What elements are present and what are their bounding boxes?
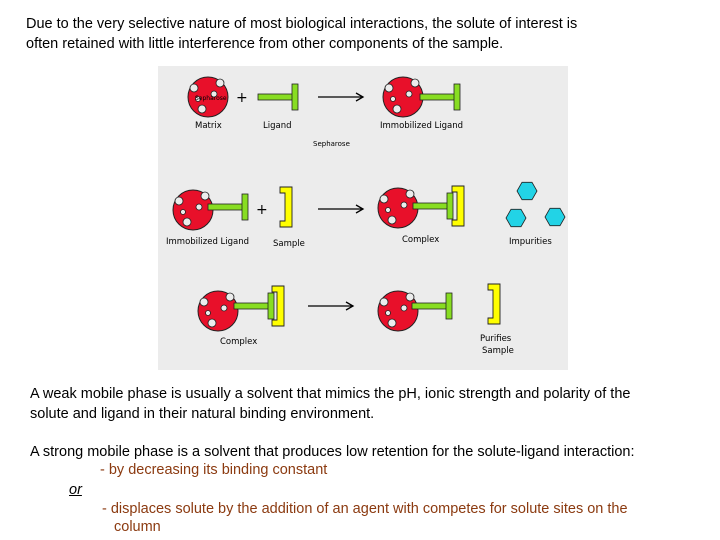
bullet-displaces-solute: - displaces solute by the addition of an… <box>102 500 628 536</box>
plus-sign-1: + <box>236 90 248 106</box>
label-immobilized-ligand-mid: Immobilized Ligand <box>166 237 249 247</box>
impurities <box>505 181 566 228</box>
arrow-2 <box>318 204 365 214</box>
bullet-2-line-2: column <box>114 519 161 535</box>
label-immobilized-ligand-top: Immobilized Ligand <box>380 121 463 131</box>
immobilized-ligand-mid <box>172 189 249 231</box>
label-sepharose: Sepharose <box>313 140 350 148</box>
label-purified-line-1: Purifies <box>480 334 512 344</box>
label-impurities: Impurities <box>509 237 552 247</box>
intro-line-2: often retained with little interference … <box>26 36 504 52</box>
complex-mid <box>377 185 465 229</box>
or-connector: or <box>69 482 82 498</box>
label-purified-line-2: Sample <box>482 346 514 356</box>
weak-mobile-phase-paragraph: A weak mobile phase is usually a solvent… <box>30 384 710 424</box>
bullet-binding-constant: - by decreasing its binding constant <box>100 462 328 478</box>
strong-mobile-phase-text: A strong mobile phase is a solvent that … <box>30 444 635 460</box>
label-complex-bottom: Complex <box>220 337 257 347</box>
plus-sign-2: + <box>256 202 268 218</box>
intro-line-1: Due to the very selective nature of most… <box>26 16 578 32</box>
label-ligand: Ligand <box>263 121 291 131</box>
label-sample: Sample <box>273 239 305 249</box>
figure-svg: Sepharose + Matrix Ligand Immobilized Li… <box>166 76 566 356</box>
complex-bottom <box>197 285 285 332</box>
affinity-chromatography-figure: Sepharose + Matrix Ligand Immobilized Li… <box>158 66 568 370</box>
weak-line-1: A weak mobile phase is usually a solvent… <box>30 386 631 402</box>
sample-1 <box>279 186 293 228</box>
sepharose-on-matrix: Sepharose <box>195 95 227 102</box>
intro-paragraph: Due to the very selective nature of most… <box>26 14 706 54</box>
arrow-3 <box>308 301 355 311</box>
bullet-2-line-1: - displaces solute by the addition of an… <box>102 501 628 517</box>
purified-sample <box>487 283 501 325</box>
arrow-1 <box>318 92 365 102</box>
label-complex-mid: Complex <box>402 235 439 245</box>
ligand-1 <box>257 83 299 111</box>
label-matrix: Matrix <box>195 121 222 131</box>
immobilized-ligand-top <box>382 76 461 118</box>
immobilized-ligand-bottom <box>377 290 453 332</box>
weak-line-2: solute and ligand in their natural bindi… <box>30 406 375 422</box>
